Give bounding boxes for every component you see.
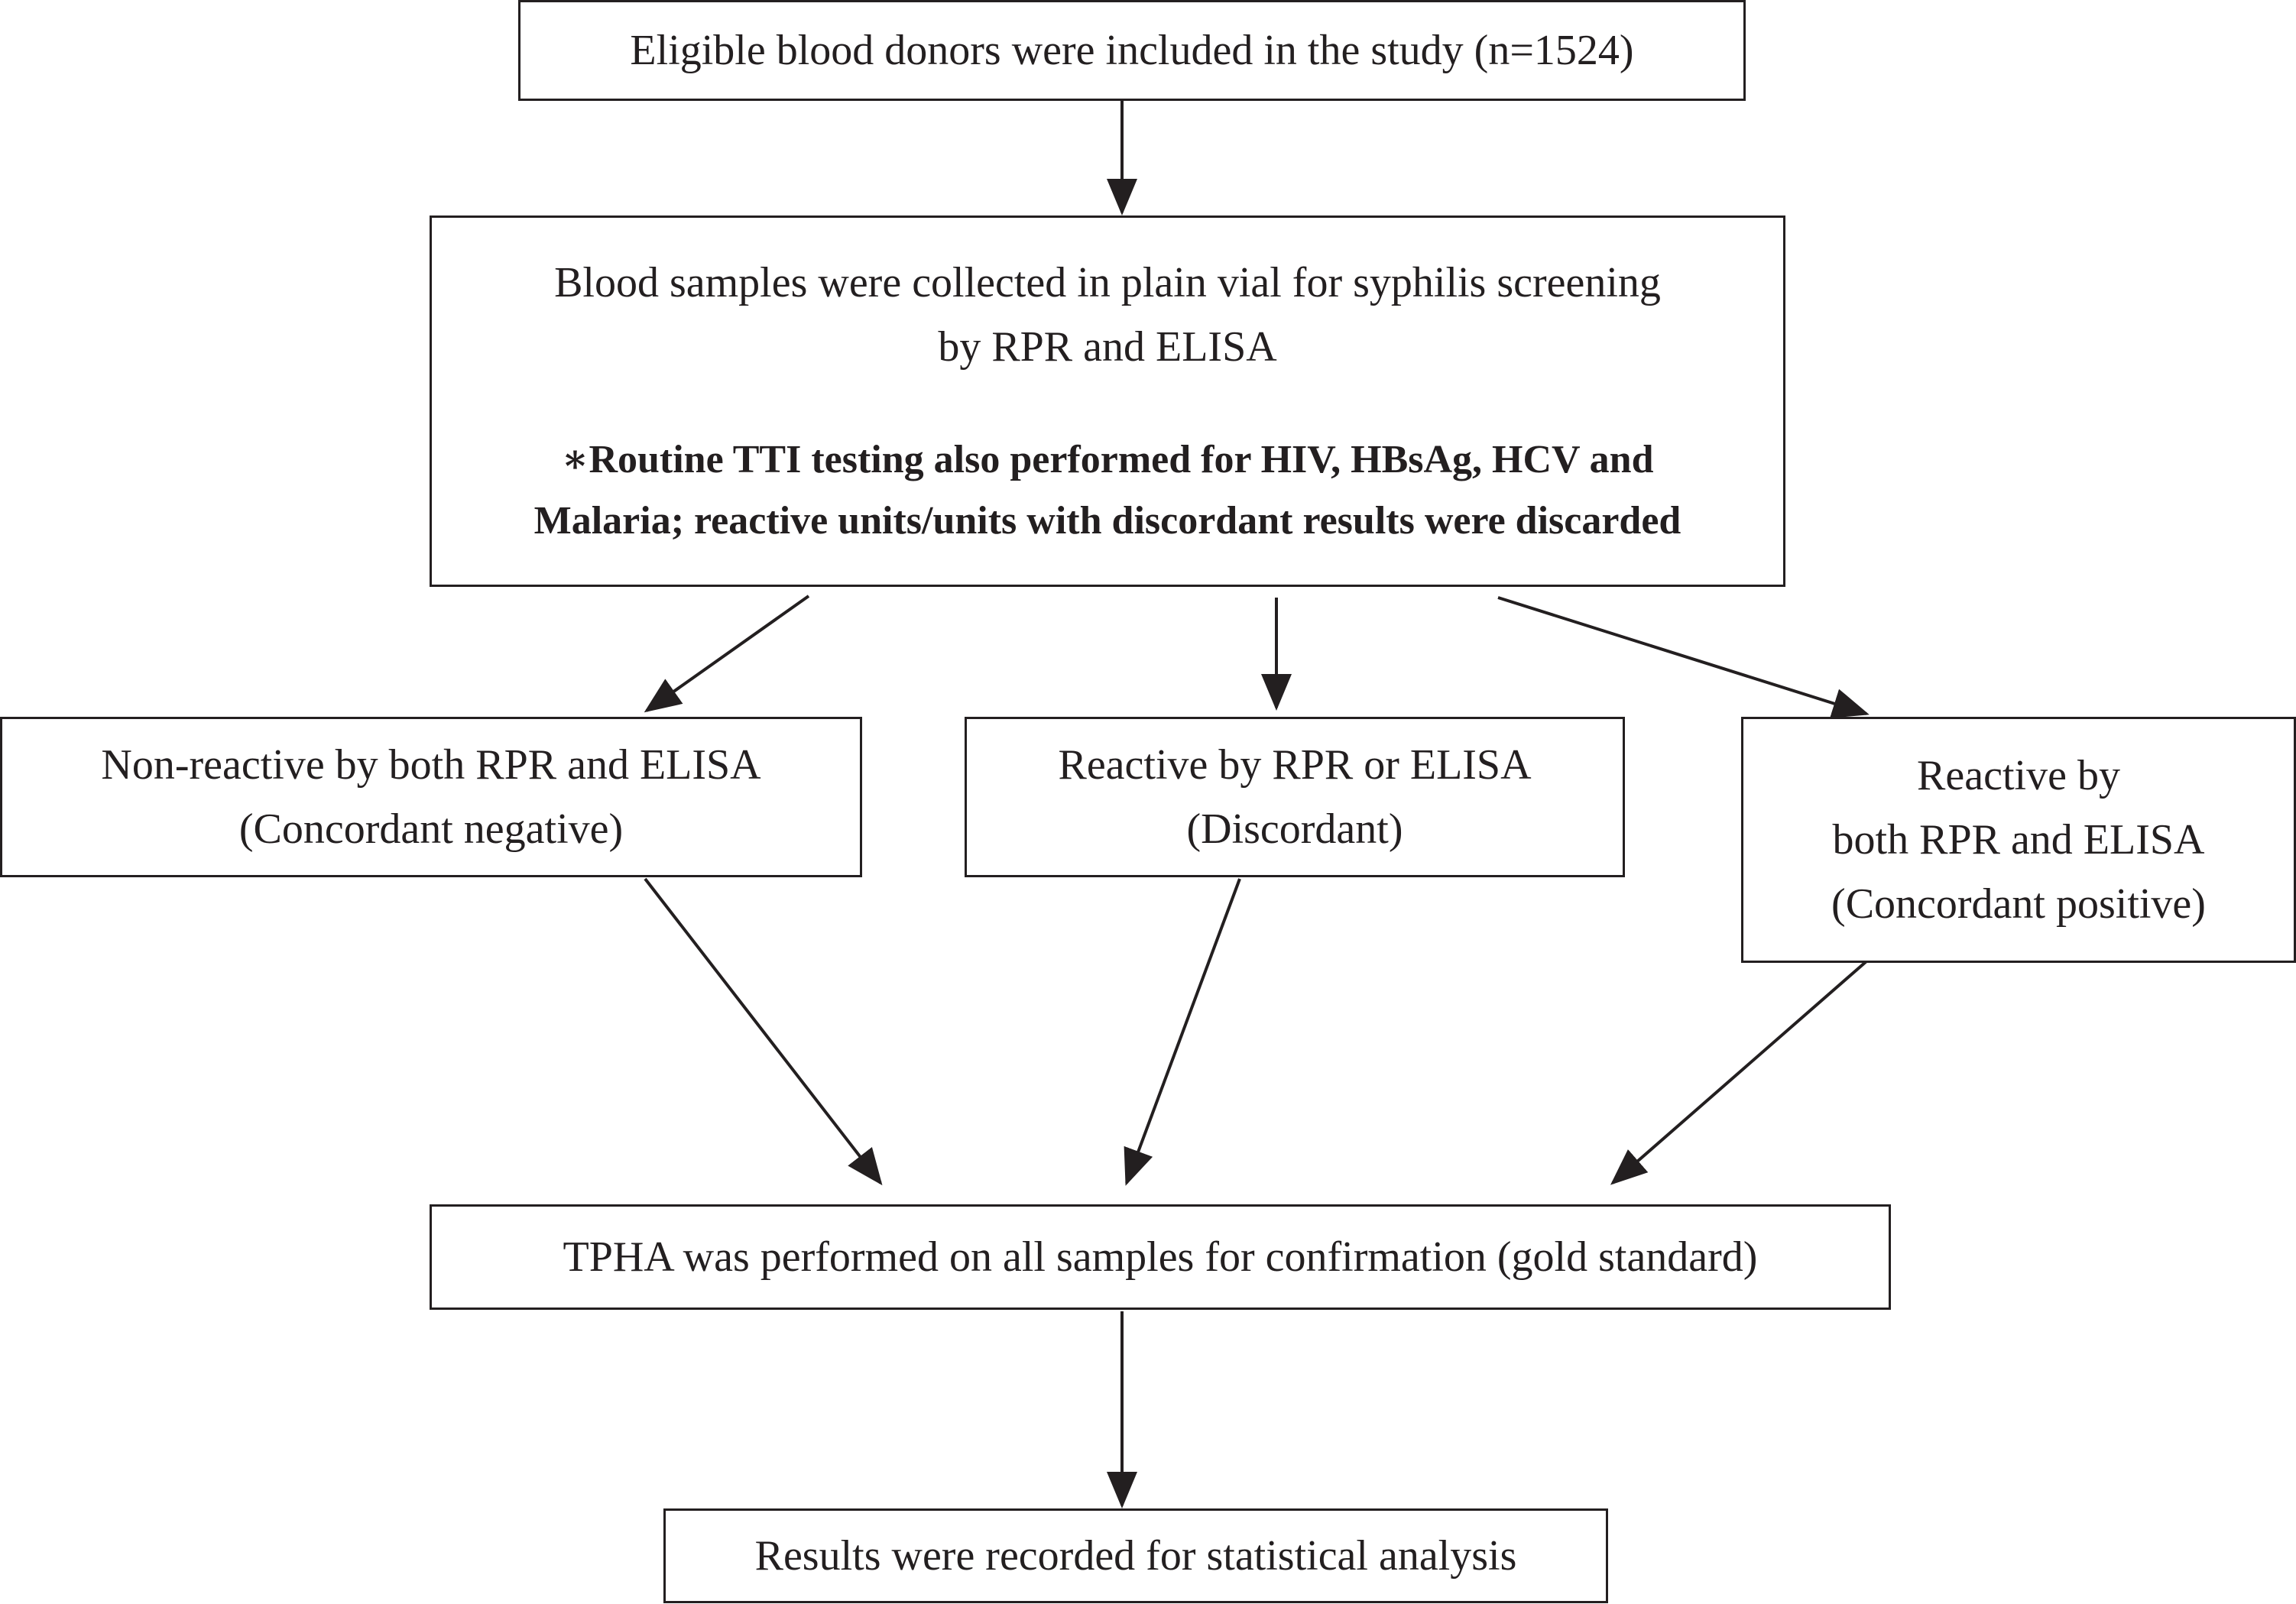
collection-text-line2: by RPR and ELISA <box>938 323 1277 371</box>
recording-text: Results were recorded for statistical an… <box>754 1532 1517 1580</box>
enrollment-text: Eligible blood donors were included in t… <box>630 27 1634 74</box>
tpha-confirmation-box: TPHA was performed on all samples for co… <box>430 1204 1891 1310</box>
discordant-line2: (Discordant) <box>1186 805 1403 853</box>
arrow-concordant-positive-to-confirmation <box>1610 960 1868 1185</box>
sample-collection-box: Blood samples were collected in plain vi… <box>430 215 1785 587</box>
tti-note-line1-text: Routine TTI testing also performed for H… <box>589 438 1654 481</box>
arrow-discordant-to-confirmation <box>1124 878 1241 1186</box>
concordant-positive-line2: both RPR and ELISA <box>1832 816 2205 864</box>
enrollment-box: Eligible blood donors were included in t… <box>518 0 1746 101</box>
concordant-positive-line1: Reactive by <box>1917 752 2120 799</box>
concordant-negative-box: Non-reactive by both RPR and ELISA (Conc… <box>0 717 862 877</box>
discordant-box: Reactive by RPR or ELISA (Discordant) <box>965 717 1625 877</box>
concordant-negative-line1: Non-reactive by both RPR and ELISA <box>101 741 761 789</box>
asterisk-icon: ∗ <box>561 438 589 481</box>
arrow-concordant-negative-to-confirmation <box>644 877 883 1186</box>
tti-testing-note: ∗Routine TTI testing also performed for … <box>534 429 1681 552</box>
results-recording-box: Results were recorded for statistical an… <box>663 1508 1608 1603</box>
discordant-line1: Reactive by RPR or ELISA <box>1058 741 1532 789</box>
confirmation-text: TPHA was performed on all samples for co… <box>563 1233 1758 1281</box>
arrow-collection-to-concordant-positive <box>1497 596 1870 718</box>
concordant-positive-box: Reactive by both RPR and ELISA (Concorda… <box>1741 717 2296 963</box>
concordant-positive-line3: (Concordant positive) <box>1831 880 2206 928</box>
tti-note-line2: Malaria; reactive units/units with disco… <box>533 499 1681 543</box>
tti-note-line1: ∗Routine TTI testing also performed for … <box>534 429 1681 491</box>
arrow-collection-to-concordant-negative <box>644 595 810 713</box>
collection-text-line1: Blood samples were collected in plain vi… <box>554 259 1661 306</box>
concordant-negative-line2: (Concordant negative) <box>238 805 624 853</box>
